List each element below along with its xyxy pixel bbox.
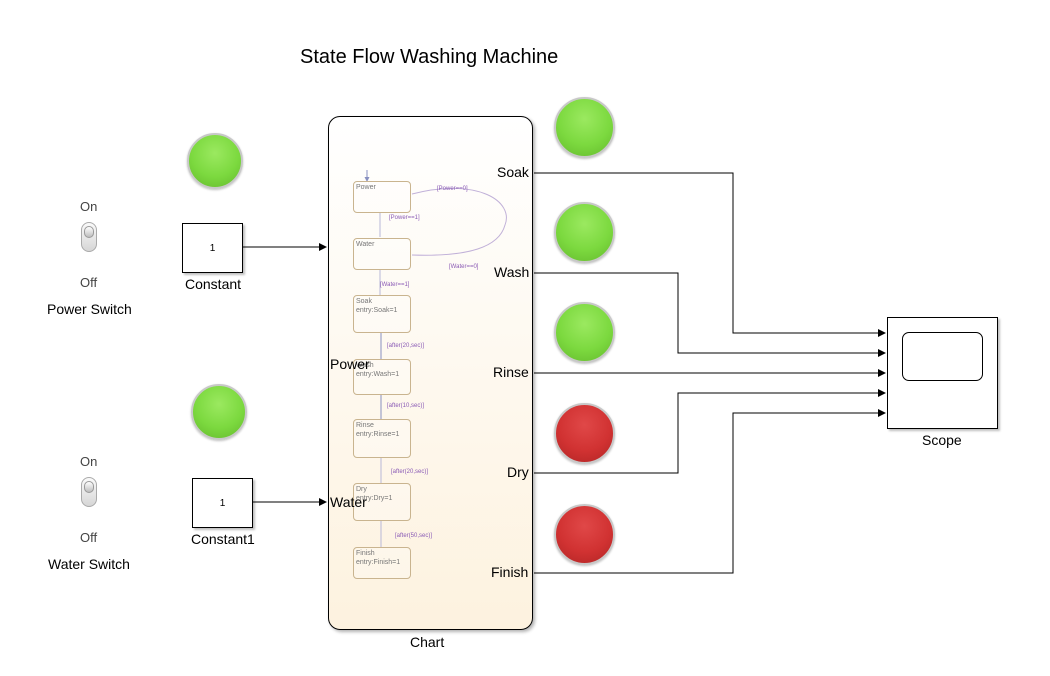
state-soak-name: Soak — [356, 298, 372, 305]
water-switch-label: Water Switch — [48, 556, 130, 572]
state-dry-name: Dry — [356, 486, 367, 493]
chart-input-water: Water — [330, 494, 367, 510]
state-water-name: Water — [356, 241, 375, 248]
constant1-block[interactable]: 1 — [192, 478, 253, 528]
water-switch-toggle[interactable] — [81, 477, 97, 507]
toggle-knob — [84, 226, 94, 238]
power-lamp — [187, 133, 243, 189]
chart-output-finish: Finish — [491, 564, 529, 580]
state-dry-entry: entry:Dry=1 — [356, 495, 393, 502]
diagram-title: State Flow Washing Machine — [300, 46, 559, 68]
transition-label-water-on: [Water==1] — [380, 282, 410, 288]
chart-input-power: Power — [330, 356, 370, 372]
wire-dry-to-scope — [534, 389, 886, 474]
state-rinse-entry: entry:Rinse=1 — [356, 431, 400, 438]
scope-block[interactable] — [887, 317, 998, 429]
state-finish-name: Finish — [356, 550, 375, 557]
scope-screen-icon — [902, 332, 983, 381]
state-rinse[interactable]: Rinse entry:Rinse=1 — [353, 419, 411, 458]
chart-block-label: Chart — [410, 634, 445, 650]
state-finish[interactable]: Finish entry:Finish=1 — [353, 547, 411, 579]
state-power-name: Power — [356, 184, 376, 191]
constant-block[interactable]: 1 — [182, 223, 243, 273]
constant1-value: 1 — [219, 497, 226, 509]
state-wash-name: Wash — [356, 362, 374, 369]
transition-label-after-soak: [after(20,sec)] — [387, 343, 425, 349]
chart-output-dry: Dry — [507, 464, 529, 480]
chart-transitions — [364, 170, 507, 547]
transition-water-off — [411, 187, 507, 256]
toggle-knob — [84, 481, 94, 493]
state-dry[interactable]: Dry entry:Dry=1 — [353, 483, 411, 521]
transition-label-after-dry: [after(50,sec)] — [395, 533, 433, 539]
transition-label-power-off: [Power==0] — [437, 186, 468, 192]
rinse-lamp — [554, 302, 615, 363]
chart-output-soak: Soak — [497, 164, 529, 180]
state-power[interactable]: Power — [353, 181, 411, 213]
chart-output-rinse: Rinse — [493, 364, 529, 380]
state-soak-entry: entry:Soak=1 — [356, 307, 398, 314]
constant-value: 1 — [209, 242, 216, 254]
constant-block-label: Constant — [185, 276, 242, 292]
state-rinse-name: Rinse — [356, 422, 374, 429]
state-finish-entry: entry:Finish=1 — [356, 559, 401, 566]
power-switch-on-label: On — [80, 199, 98, 214]
constant1-block-label: Constant1 — [191, 531, 255, 547]
power-switch-label: Power Switch — [47, 301, 132, 317]
power-switch-toggle[interactable] — [81, 222, 97, 252]
soak-lamp — [554, 97, 615, 158]
wire-wash-to-scope — [534, 272, 886, 357]
finish-lamp — [554, 504, 615, 565]
chart-output-wash: Wash — [494, 264, 530, 280]
water-lamp — [191, 384, 247, 440]
stateflow-chart-block[interactable]: Power Water Soak entry:Soak=1 Wash entry:W… — [328, 116, 533, 630]
transition-label-power-on: [Power==1] — [389, 215, 420, 221]
transition-label-water-off: [Water==0] — [449, 264, 479, 270]
scope-block-label: Scope — [922, 432, 962, 448]
state-wash-entry: entry:Wash=1 — [356, 371, 400, 378]
dry-lamp — [554, 403, 615, 464]
state-wash[interactable]: Wash entry:Wash=1 — [353, 359, 411, 395]
transition-label-after-wash: [after(10,sec)] — [387, 403, 425, 409]
wire-soak-to-scope — [534, 172, 886, 337]
state-water[interactable]: Water — [353, 238, 411, 270]
water-switch-off-label: Off — [80, 530, 98, 545]
water-switch-on-label: On — [80, 454, 98, 469]
state-soak[interactable]: Soak entry:Soak=1 — [353, 295, 411, 333]
wash-lamp — [554, 202, 615, 263]
wire-finish-to-scope — [534, 409, 886, 574]
power-switch-off-label: Off — [80, 275, 98, 290]
transition-label-after-rinse: [after(20,sec)] — [391, 469, 429, 475]
